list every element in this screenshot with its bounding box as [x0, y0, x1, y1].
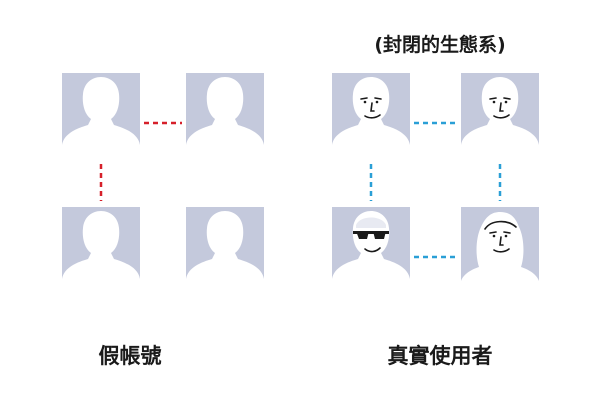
profile-card [186, 207, 264, 292]
profile-card [186, 73, 264, 158]
face-icon [360, 97, 382, 119]
profile-card [461, 73, 539, 158]
face-icon [489, 97, 511, 119]
silhouette-icon [186, 77, 264, 158]
real-users-group [332, 73, 539, 292]
right-group-title: (封閉的生態系) [374, 34, 506, 56]
silhouette-icon [62, 211, 140, 292]
silhouette-icon [62, 77, 140, 158]
face-icon [484, 220, 517, 253]
profile-card [62, 207, 140, 292]
profile-card [332, 207, 410, 292]
profile-card [62, 73, 140, 158]
profile-card [332, 73, 410, 158]
fake-accounts-group [62, 73, 264, 292]
silhouette-icon [186, 211, 264, 292]
sunglasses-face-icon [353, 217, 389, 253]
real-users-caption: 真實使用者 [387, 344, 493, 368]
profile-card [461, 207, 539, 292]
fake-accounts-caption: 假帳號 [98, 344, 162, 368]
